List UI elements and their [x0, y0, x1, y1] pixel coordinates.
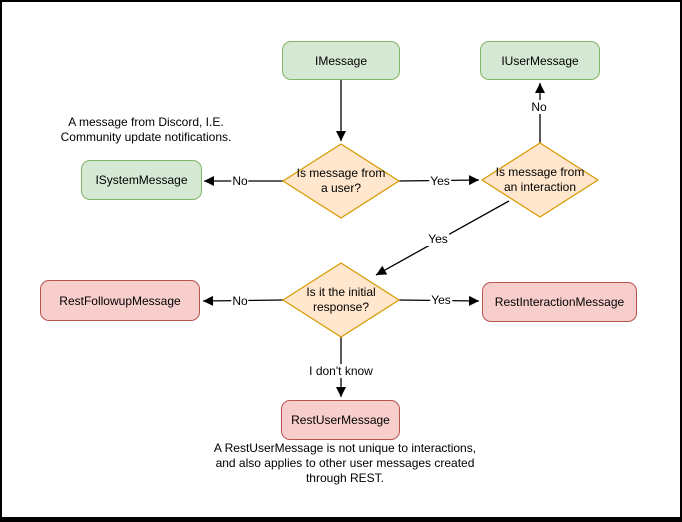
edge-label-idontknow-restuser: I don't know — [308, 364, 374, 378]
node-isystemmessage: ISystemMessage — [81, 160, 202, 200]
annotation-restusermessage-note: A RestUserMessage is not unique to inter… — [213, 441, 477, 485]
decision-diamond-is-from-interaction — [481, 142, 599, 218]
node-restinteractionmessage: RestInteractionMessage — [482, 282, 637, 322]
node-imessage: IMessage — [282, 41, 400, 80]
edge-label-no-isystemmessage: No — [231, 174, 249, 188]
node-imessage-label: IMessage — [314, 53, 368, 68]
node-restfollowupmessage: RestFollowupMessage — [40, 280, 200, 321]
node-iusermessage: IUserMessage — [480, 41, 600, 80]
edge-label-no-iusermessage: No — [530, 100, 548, 114]
edge-label-no-restfollowup: No — [231, 294, 249, 308]
node-iusermessage-label: IUserMessage — [501, 53, 579, 68]
decision-diamond-is-from-user — [282, 143, 400, 219]
node-restfollowupmessage-label: RestFollowupMessage — [59, 293, 181, 308]
node-restinteractionmessage-label: RestInteractionMessage — [494, 295, 625, 309]
edge-label-yes-isinitial: Yes — [427, 232, 449, 246]
node-restusermessage: RestUserMessage — [281, 400, 400, 440]
node-isystemmessage-label: ISystemMessage — [95, 173, 188, 187]
node-restusermessage-label: RestUserMessage — [291, 413, 390, 427]
annotation-system-message-note: A message from Discord, I.E. Community u… — [60, 115, 232, 144]
decision-diamond-is-initial-response — [282, 262, 400, 338]
edge-label-yes-isinteraction: Yes — [429, 174, 451, 188]
edge-label-yes-restinteraction: Yes — [430, 293, 452, 307]
